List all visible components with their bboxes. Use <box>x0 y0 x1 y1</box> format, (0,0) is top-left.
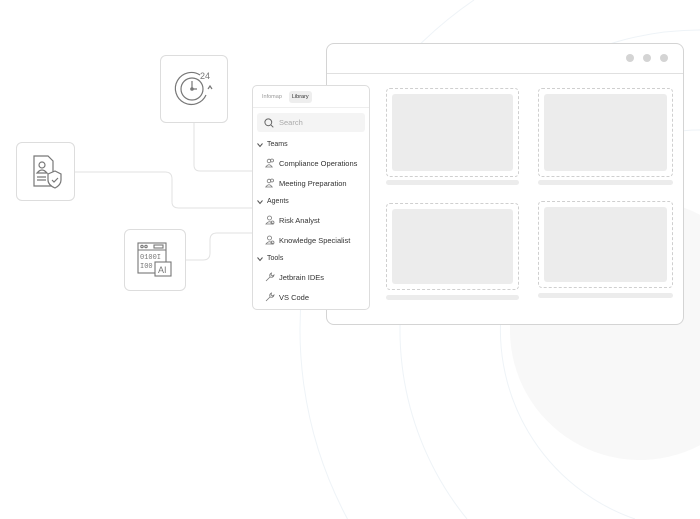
search-input[interactable]: Search <box>257 113 365 132</box>
list-item-compliance-operations[interactable]: Compliance Operations <box>253 153 369 173</box>
item-label: Meeting Preparation <box>279 178 347 188</box>
chevron-down-icon <box>257 256 263 261</box>
search-icon <box>264 117 274 128</box>
tab-infomap[interactable]: Infomap <box>262 93 282 100</box>
item-label: Knowledge Specialist <box>279 235 351 245</box>
connector-document <box>75 171 252 209</box>
chevron-down-icon <box>257 199 263 204</box>
browser-window-mockup <box>326 43 684 325</box>
window-dot <box>660 54 668 62</box>
placeholder-card <box>386 88 519 177</box>
placeholder-card <box>386 203 519 290</box>
document-shield-icon-box <box>16 142 75 201</box>
placeholder-card <box>538 88 673 177</box>
clock-label: 24 <box>200 71 210 81</box>
placeholder-caption <box>386 295 519 300</box>
placeholder-caption <box>538 180 673 185</box>
list-item-vs-code[interactable]: VS Code <box>253 287 369 307</box>
clock-24-icon: 24 <box>174 71 213 106</box>
binary-row: I00 <box>140 263 153 271</box>
list-item-meeting-preparation[interactable]: Meeting Preparation <box>253 173 369 193</box>
window-dot <box>643 54 651 62</box>
section-agents[interactable]: Agents <box>253 193 369 210</box>
search-placeholder: Search <box>279 118 303 127</box>
item-label: Compliance Operations <box>279 158 358 168</box>
binary-row: 0100I <box>140 254 161 262</box>
section-teams[interactable]: Teams <box>253 136 369 153</box>
list-item-risk-analyst[interactable]: Risk Analyst <box>253 210 369 230</box>
library-panel: Infomap Library Search Teams Compliance … <box>252 85 370 310</box>
placeholder-card <box>538 201 673 288</box>
binary-ai-icon: 0100I I00 AI <box>137 242 172 277</box>
section-label: Teams <box>267 141 288 148</box>
section-label: Tools <box>267 255 284 262</box>
placeholder-caption <box>538 293 673 298</box>
section-tools[interactable]: Tools <box>253 250 369 267</box>
chevron-down-icon <box>257 142 263 147</box>
window-dot <box>626 54 634 62</box>
team-icon <box>265 178 274 188</box>
document-shield-icon <box>32 154 62 189</box>
wrench-icon <box>265 272 275 282</box>
list-item-jetbrain-ides[interactable]: Jetbrain IDEs <box>253 267 369 287</box>
window-title-bar <box>327 44 683 74</box>
team-icon <box>265 158 274 168</box>
binary-ai-icon-box: 0100I I00 AI <box>124 229 186 291</box>
agent-icon <box>265 235 275 245</box>
connector-clock <box>193 123 252 172</box>
item-label: Risk Analyst <box>279 215 320 225</box>
agent-icon <box>265 215 275 225</box>
panel-tabs: Infomap Library <box>253 86 369 108</box>
tab-library[interactable]: Library <box>288 90 312 103</box>
section-label: Agents <box>267 198 289 205</box>
ai-label: AI <box>158 265 167 275</box>
list-item-knowledge-specialist[interactable]: Knowledge Specialist <box>253 230 369 250</box>
item-label: VS Code <box>279 292 310 302</box>
connector-ai <box>186 232 252 261</box>
item-label: Jetbrain IDEs <box>279 272 325 282</box>
wrench-icon <box>265 292 275 302</box>
placeholder-caption <box>386 180 519 185</box>
clock-24-icon-box: 24 <box>160 55 228 123</box>
